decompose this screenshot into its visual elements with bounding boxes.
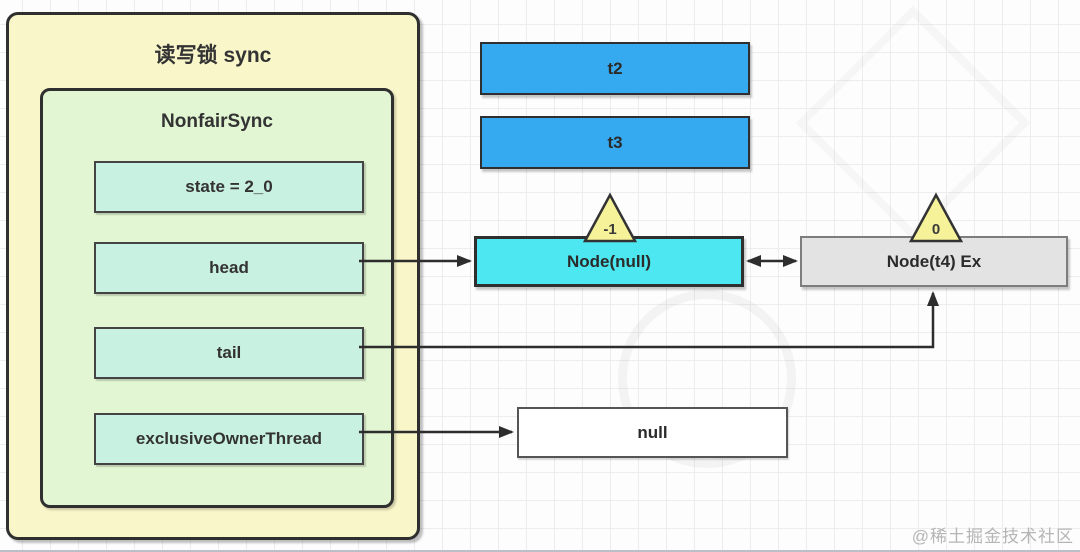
field-exclusive-owner-thread-label: exclusiveOwnerThread	[135, 429, 323, 448]
sync-container: 读写锁 sync NonfairSync state = 2_0 head ta…	[6, 12, 420, 540]
field-head: head	[94, 242, 364, 294]
null-value-box: null	[517, 407, 788, 458]
thread-box-t3: t3	[480, 116, 750, 169]
field-exclusive-owner-thread: exclusiveOwnerThread	[94, 413, 364, 465]
site-watermark: @稀土掘金技术社区	[911, 527, 1074, 546]
field-state-label: state = 2_0	[185, 177, 273, 196]
nonfairsync-title: NonfairSync	[161, 111, 273, 132]
field-tail: tail	[94, 327, 364, 379]
bottom-divider	[0, 550, 1080, 552]
thread-box-t2: t2	[480, 42, 750, 95]
field-head-label: head	[209, 258, 249, 277]
nonfairsync-container: NonfairSync state = 2_0 head tail exclus…	[40, 88, 394, 508]
queue-node-t4-label: Node(t4) Ex	[886, 251, 982, 271]
wait-status-value-node-null: -1	[603, 221, 616, 238]
queue-node-null-label: Node(null)	[566, 251, 652, 271]
field-tail-label: tail	[216, 343, 242, 362]
thread-t3-label: t3	[607, 132, 623, 152]
null-value-label: null	[637, 422, 668, 442]
sync-container-title: 读写锁 sync	[154, 44, 272, 67]
queue-node-t4: Node(t4) Ex	[800, 236, 1068, 287]
field-state: state = 2_0	[94, 161, 364, 213]
triangle-shape	[908, 192, 964, 243]
wait-status-value-node-t4: 0	[932, 221, 940, 238]
wait-status-triangle-node-null: -1	[582, 192, 638, 243]
wait-status-triangle-node-t4: 0	[908, 192, 964, 243]
triangle-shape	[582, 192, 638, 243]
thread-t2-label: t2	[607, 58, 623, 78]
